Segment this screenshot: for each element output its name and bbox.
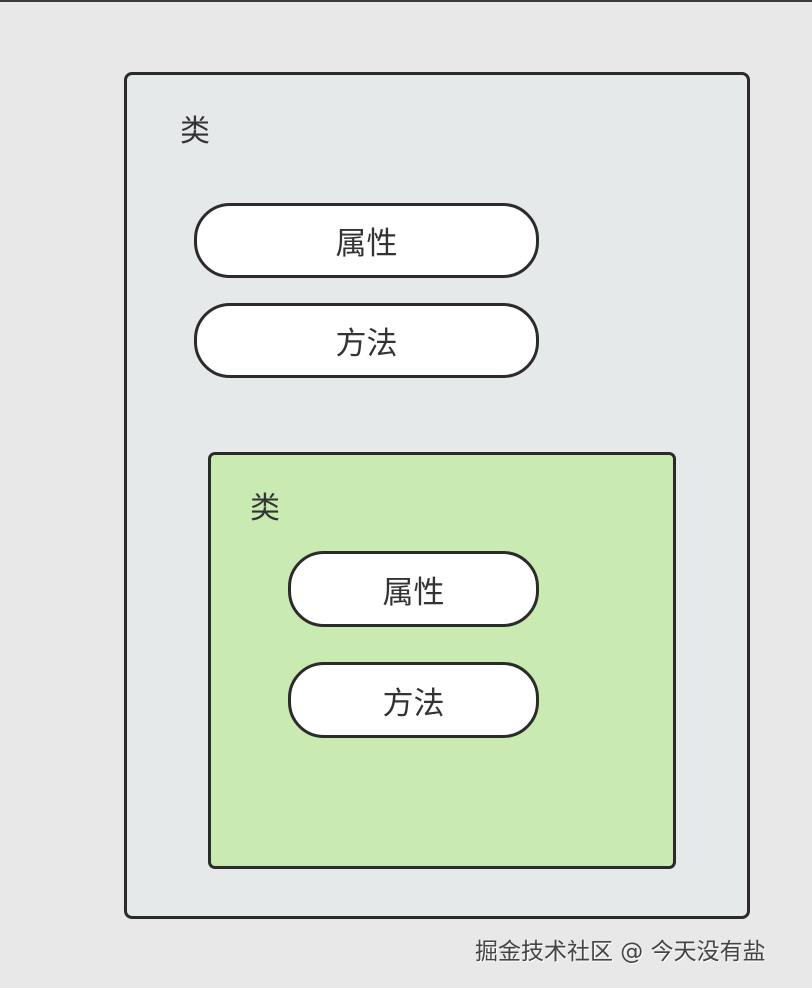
outer-method-label: 方法 (335, 326, 398, 362)
inner-class-box (208, 452, 676, 869)
outer-class-label: 类 (180, 114, 210, 149)
inner-class-label: 类 (250, 491, 280, 526)
outer-attribute-label: 属性 (335, 226, 398, 262)
inner-attribute-pill: 属性 (288, 551, 539, 627)
outer-method-pill: 方法 (194, 303, 539, 378)
top-border (0, 0, 812, 2)
inner-method-label: 方法 (382, 685, 445, 722)
inner-attribute-label: 属性 (382, 574, 445, 611)
watermark: 掘金技术社区 @ 今天没有盐 (475, 939, 766, 965)
outer-attribute-pill: 属性 (194, 203, 539, 278)
inner-method-pill: 方法 (288, 662, 539, 738)
